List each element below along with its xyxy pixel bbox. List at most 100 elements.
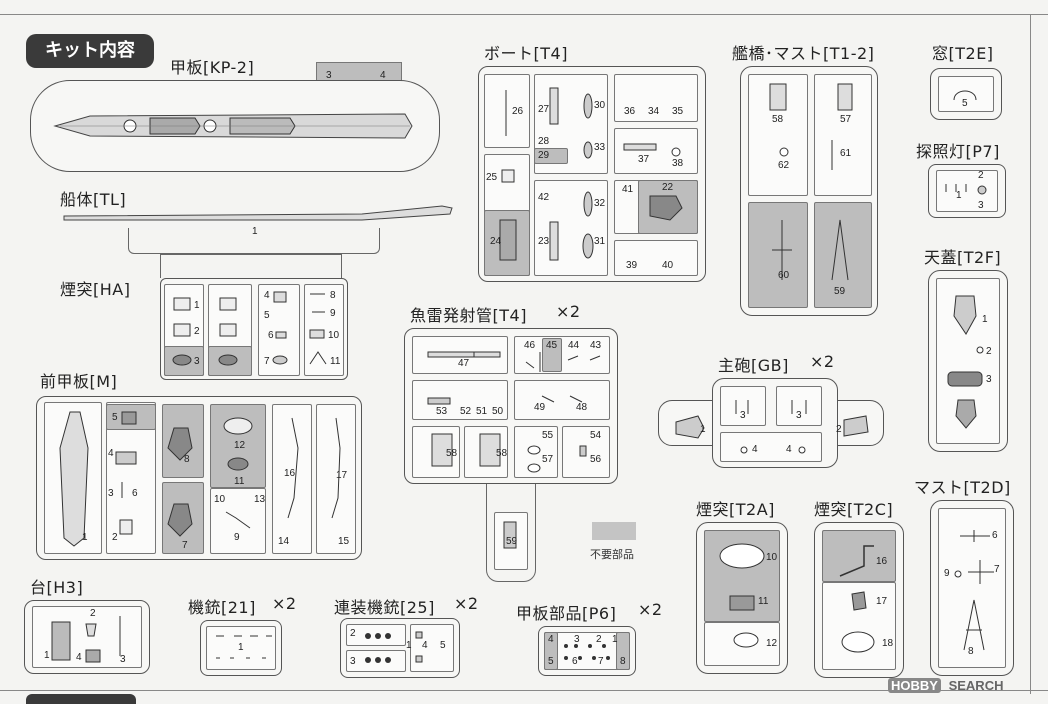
t4boat-col3-b xyxy=(614,128,698,174)
t2c-cell-gray xyxy=(822,530,896,582)
m-cell-9 xyxy=(210,488,266,554)
t4boat-part-24: 24 xyxy=(490,236,502,247)
t2a-part-10: 10 xyxy=(766,552,778,563)
t4boat-part-36: 36 xyxy=(624,106,636,117)
ha-title: 煙突[HA] xyxy=(60,280,131,299)
gb-cell-4 xyxy=(720,432,822,462)
t4boat-part-32: 32 xyxy=(594,198,606,209)
gb-mult: ×2 xyxy=(810,352,835,371)
m-part-7: 7 xyxy=(182,540,188,551)
m-cell-5-gray xyxy=(106,404,156,430)
p6-part-5: 5 xyxy=(548,656,554,667)
t4torp-part-50: 50 xyxy=(492,406,504,417)
t2e-title: 窓[T2E] xyxy=(932,44,994,63)
p6-part-8: 8 xyxy=(620,656,626,667)
t4torp-cell-49 xyxy=(514,380,610,420)
t4boat-part-37: 37 xyxy=(638,154,650,165)
t12-cell-59 xyxy=(814,202,872,308)
t2c-part-16: 16 xyxy=(876,556,888,567)
t4torp-part-44: 44 xyxy=(568,340,580,351)
t12-part-58: 58 xyxy=(772,114,784,125)
t4torp-part-51: 51 xyxy=(476,406,488,417)
tl-frame xyxy=(128,228,380,254)
m-part-8: 8 xyxy=(184,454,190,465)
t4torp-part-47: 47 xyxy=(458,358,470,369)
kp2-deck-drawing xyxy=(53,113,413,139)
legend-text: 不要部品 xyxy=(590,548,634,561)
m-part-10: 10 xyxy=(214,494,226,505)
t4boat-part-38: 38 xyxy=(672,158,684,169)
t4torp-part-56: 56 xyxy=(590,454,602,465)
gb-parts-drawing xyxy=(675,400,869,454)
t4torp-cell-45 xyxy=(542,338,562,372)
t4torp-cell-46 xyxy=(514,336,610,374)
t4boat-col2-bot xyxy=(534,180,608,276)
p7-title: 探照灯[P7] xyxy=(916,142,1000,161)
ha-part-5: 5 xyxy=(264,310,270,321)
m-part-16: 16 xyxy=(284,468,296,479)
ha-part-9: 9 xyxy=(330,308,336,319)
h3-part-3: 3 xyxy=(120,654,126,665)
g25-parts-drawing xyxy=(365,631,423,663)
t4boat-part-35: 35 xyxy=(672,106,684,117)
gb-part-1: 1 xyxy=(700,424,706,435)
p7-part-2: 2 xyxy=(978,170,984,181)
t2a-title: 煙突[T2A] xyxy=(696,500,775,519)
m-part-15: 15 xyxy=(338,536,350,547)
watermark-brand: HOBBY xyxy=(888,678,941,693)
g21-mult: ×2 xyxy=(272,594,297,613)
ha-part-4: 4 xyxy=(264,290,270,301)
t4boat-29-gray xyxy=(534,148,568,164)
t4torp-stub xyxy=(486,484,536,582)
m-part-14: 14 xyxy=(278,536,290,547)
gb-part-4a: 4 xyxy=(752,444,758,455)
g21-parts-drawing xyxy=(216,635,272,659)
t4boat-part-40: 40 xyxy=(662,260,674,271)
t2c-title: 煙突[T2C] xyxy=(814,500,894,519)
g21-title: 機銃[21] xyxy=(188,598,256,617)
kp2-part-3: 3 xyxy=(326,70,332,81)
t2c-part-18: 18 xyxy=(882,638,894,649)
tl-hull-drawing xyxy=(63,205,453,221)
tl-connector xyxy=(160,254,342,278)
gb-part-3a: 3 xyxy=(740,410,746,421)
t4torp-part-52: 52 xyxy=(460,406,472,417)
p6-part-6: 6 xyxy=(572,656,578,667)
p6-title: 甲板部品[P6] xyxy=(516,604,617,623)
t4torp-part-58b: 58 xyxy=(496,448,508,459)
m-part-12: 12 xyxy=(234,440,246,451)
h3-parts-drawing xyxy=(51,616,121,663)
t4torp-title: 魚雷発射管[T4] xyxy=(410,306,527,325)
g25-part-5: 5 xyxy=(440,640,446,651)
t4boat-part-29: 29 xyxy=(538,150,550,161)
m-title: 前甲板[M] xyxy=(40,372,118,391)
m-cell-8 xyxy=(162,404,204,478)
h3-title: 台[H3] xyxy=(30,578,84,597)
t12-part-57: 57 xyxy=(840,114,852,125)
g21-cell xyxy=(206,626,276,670)
t4boat-part-31: 31 xyxy=(594,236,606,247)
t2a-part-11: 11 xyxy=(758,596,769,607)
t4boat-col3-d xyxy=(614,240,698,276)
p6-cell-8-gray xyxy=(616,632,630,670)
gb-part-4b: 4 xyxy=(786,444,792,455)
t4torp-part-57: 57 xyxy=(542,454,554,465)
t4torp-part-55: 55 xyxy=(542,430,554,441)
g25-mult: ×2 xyxy=(454,594,479,613)
t4boat-parts-drawing xyxy=(499,87,683,261)
g25-cell-c xyxy=(410,624,454,672)
m-cell-16 xyxy=(272,404,312,554)
ha-cell-b-gray xyxy=(208,346,252,376)
t4boat-part-25: 25 xyxy=(486,172,498,183)
t4boat-title: ボート[T4] xyxy=(484,44,568,63)
t12-cell-60 xyxy=(748,202,808,308)
g25-title: 連装機銃[25] xyxy=(334,598,435,617)
legend-swatch xyxy=(592,522,636,540)
t4torp-part-54: 54 xyxy=(590,430,602,441)
p6-part-1: 1 xyxy=(612,634,618,645)
p6-cell-4-gray xyxy=(544,632,558,670)
m-part-9: 9 xyxy=(234,532,240,543)
t2d-part-6: 6 xyxy=(992,530,998,541)
t4boat-col3-a xyxy=(614,74,698,122)
tl-part-1: 1 xyxy=(252,226,258,237)
